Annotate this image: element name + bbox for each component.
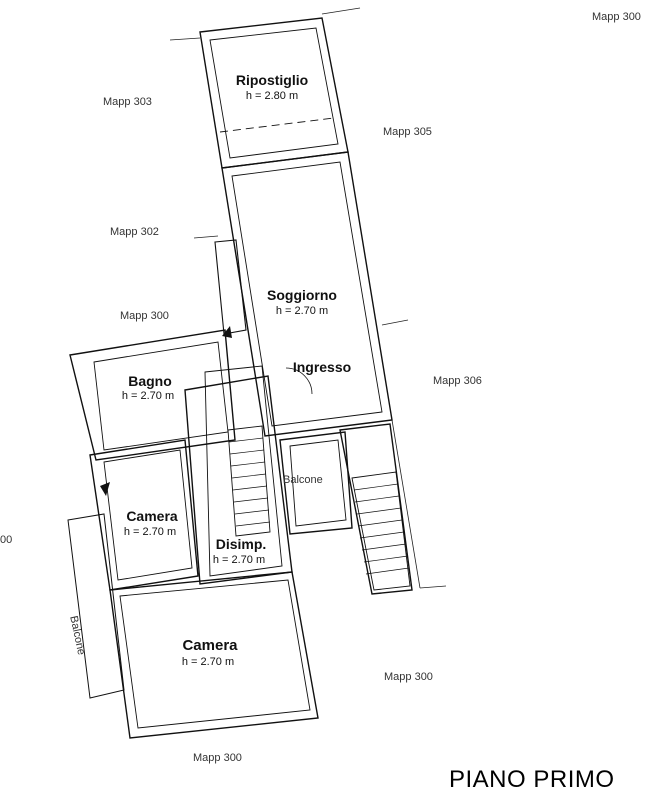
parcel-label-305: Mapp 305	[383, 126, 432, 138]
parcel-label-300-left: Mapp 300	[120, 310, 169, 322]
wall-camera2-inner	[119, 579, 311, 729]
stair-treads-outer	[353, 483, 410, 575]
room-height-camera-2: h = 2.70 m	[181, 656, 235, 668]
wall-camera1	[89, 439, 199, 591]
room-name-bagno: Bagno	[128, 373, 172, 389]
room-name-soggiorno: Soggiorno	[267, 287, 337, 303]
room-height-camera-1: h = 2.70 m	[123, 526, 177, 538]
wall-passage	[214, 239, 247, 335]
marker-triangle-1	[222, 326, 232, 338]
room-name-balcone-right: Balcone	[283, 474, 323, 486]
wall-disimpegno-inner	[204, 365, 283, 577]
parcel-label-303: Mapp 303	[103, 96, 152, 108]
stair-treads-inner	[228, 437, 271, 527]
parcel-label-306: Mapp 306	[433, 375, 482, 387]
parcel-label-302: Mapp 302	[110, 226, 159, 238]
room-name-disimpegno: Disimp.	[215, 536, 267, 552]
stairs-inner	[227, 425, 271, 537]
wall-camera2	[109, 571, 319, 739]
wall-soggiorno-inner	[231, 161, 383, 427]
wall-camera1-inner	[103, 449, 193, 581]
plan-title: PIANO PRIMO	[449, 766, 615, 793]
wall-balcone-right	[279, 431, 353, 535]
room-name-ripostiglio: Ripostiglio	[235, 72, 309, 88]
wall-disimpegno	[184, 375, 293, 585]
room-height-soggiorno: h = 2.70 m	[275, 305, 329, 317]
wall-ripostiglio-inner	[209, 27, 339, 159]
room-height-disimpegno: h = 2.70 m	[212, 554, 266, 566]
dashed-line-ripostiglio	[219, 117, 335, 133]
parcel-boundaries	[169, 7, 447, 589]
room-height-ripostiglio: h = 2.80 m	[245, 90, 299, 102]
wall-balcone-right-inner	[289, 439, 347, 527]
room-name-ingresso: Ingresso	[292, 359, 352, 375]
marker-triangle-2	[100, 482, 110, 496]
room-name-camera-1: Camera	[126, 508, 178, 524]
door-swing-ingresso	[285, 367, 313, 395]
parcel-label-far-left: 00	[0, 534, 13, 546]
parcel-label-bottom-right: Mapp 300	[384, 671, 433, 683]
stairs-outer	[339, 423, 413, 595]
parcel-label-bottom: Mapp 300	[193, 752, 242, 764]
stairs-outer-inner	[351, 471, 411, 591]
wall-balcone-left	[67, 513, 125, 699]
room-name-camera-2: Camera	[182, 637, 238, 654]
wall-bagno	[69, 329, 236, 461]
parcel-label-top-right: Mapp 300	[592, 11, 641, 23]
room-height-bagno: h = 2.70 m	[121, 390, 175, 402]
